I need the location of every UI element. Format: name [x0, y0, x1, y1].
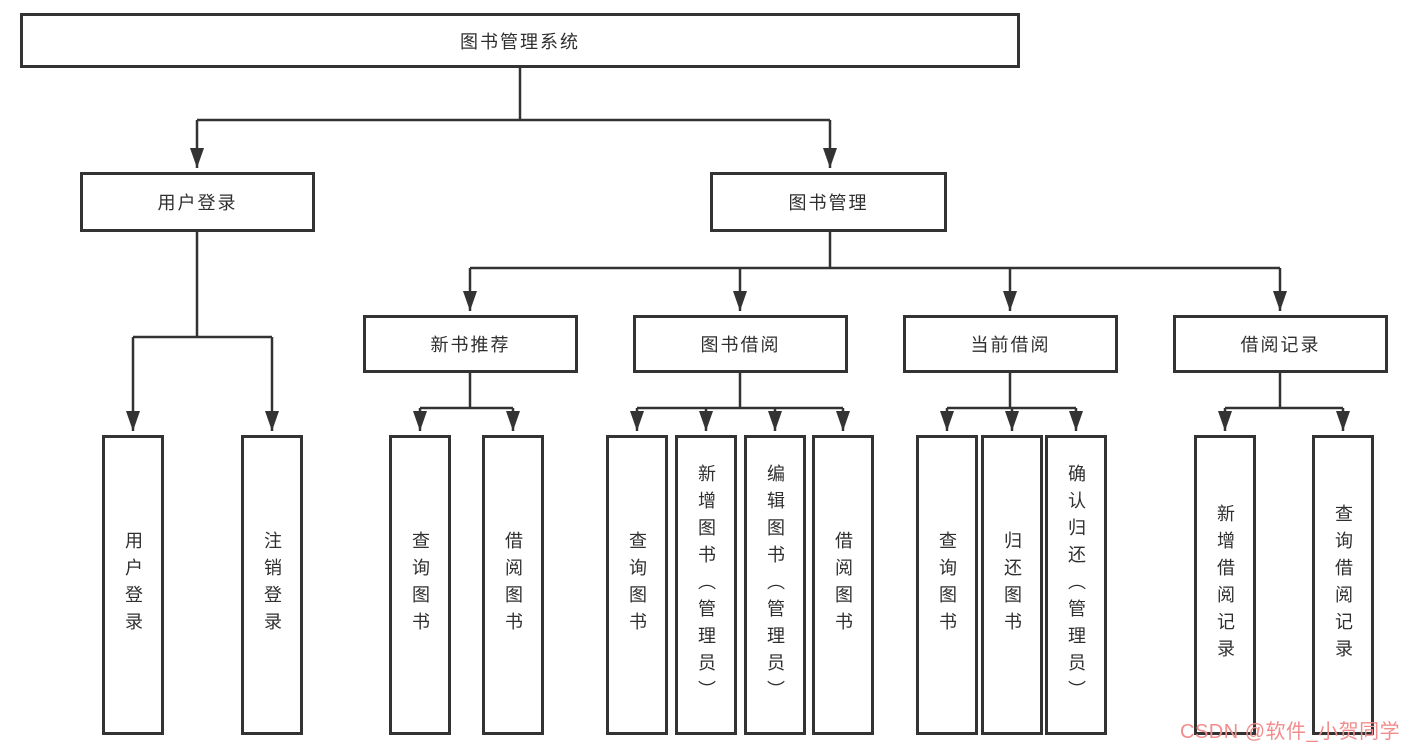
node-borrow-record: 借阅记录: [1173, 315, 1388, 373]
node-new-book-recommend: 新书推荐: [363, 315, 578, 373]
node-book-management: 图书管理: [710, 172, 947, 232]
leaf-user-login: 用户登录: [102, 435, 164, 735]
leaf-add-books-admin: 新增图书（管理员）: [675, 435, 737, 735]
leaf-query-books: 查询图书: [606, 435, 668, 735]
csdn-watermark: CSDN @软件_小贺同学: [1180, 721, 1401, 743]
leaf-add-borrow-record: 新增借阅记录: [1194, 435, 1256, 735]
leaf-borrow-books: 借阅图书: [482, 435, 544, 735]
leaf-borrow-books: 借阅图书: [812, 435, 874, 735]
node-book-borrow: 图书借阅: [633, 315, 848, 373]
node-user-login: 用户登录: [80, 172, 315, 232]
leaf-query-books: 查询图书: [916, 435, 978, 735]
leaf-query-borrow-record: 查询借阅记录: [1312, 435, 1374, 735]
node-current-borrow: 当前借阅: [903, 315, 1118, 373]
leaf-query-books: 查询图书: [389, 435, 451, 735]
leaf-edit-books-admin: 编辑图书（管理员）: [744, 435, 806, 735]
leaf-return-books: 归还图书: [981, 435, 1043, 735]
node-root-system: 图书管理系统: [20, 13, 1020, 68]
leaf-confirm-return-admin: 确认归还（管理员）: [1045, 435, 1107, 735]
leaf-logout: 注销登录: [241, 435, 303, 735]
